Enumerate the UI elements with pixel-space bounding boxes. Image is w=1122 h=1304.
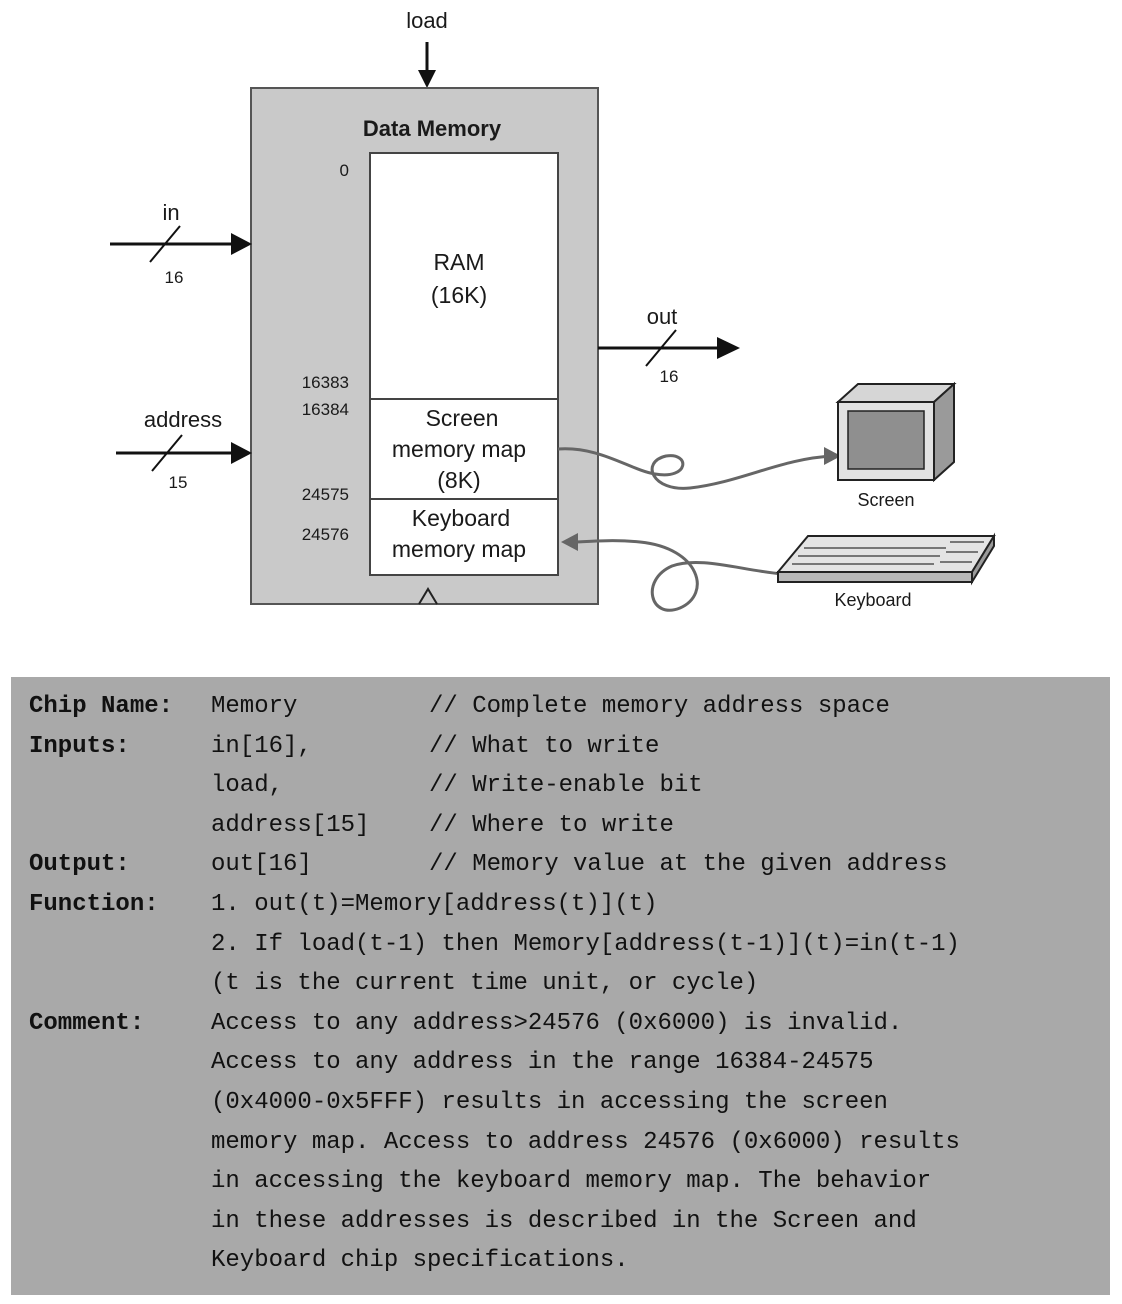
spec-row-value: memory map. Access to address 24576 (0x6… bbox=[211, 1128, 960, 1156]
spec-row-label: Comment: bbox=[29, 1009, 145, 1037]
screen-memory-map-block bbox=[369, 398, 559, 500]
spec-row-value: (t is the current time unit, or cycle) bbox=[211, 970, 759, 998]
keyboard-map-label-1: Keyboard bbox=[412, 505, 510, 531]
spec-row-value: in[16], bbox=[211, 732, 312, 760]
spec-row-value: in these addresses is described in the S… bbox=[211, 1207, 917, 1235]
keyboard-map-label-2: memory map bbox=[392, 536, 526, 562]
in-label: in bbox=[162, 200, 179, 225]
spec-row-comment: // Memory value at the given address bbox=[429, 851, 948, 879]
address-24575: 24575 bbox=[302, 485, 349, 504]
clock-triangle-icon bbox=[418, 587, 438, 605]
spec-row-value: 1. out(t)=Memory[address(t)](t) bbox=[211, 891, 658, 918]
screen-map-label-1: Screen bbox=[426, 405, 499, 431]
monitor-icon bbox=[835, 381, 957, 483]
address-16384: 16384 bbox=[302, 400, 349, 419]
spec-row-value: Memory bbox=[211, 693, 298, 720]
screen-cable-arrowhead bbox=[824, 447, 841, 465]
spec-row-comment: // Complete memory address space bbox=[429, 693, 890, 720]
address-label: address bbox=[144, 407, 222, 432]
spec-row-label: Chip Name: bbox=[29, 693, 174, 720]
spec-row-label: Output: bbox=[29, 851, 130, 879]
chip-specification-panel: Chip Name: Memory // Complete memory addre… bbox=[11, 677, 1110, 1295]
spec-row-comment: // Where to write bbox=[429, 811, 674, 839]
screen-map-label-2: memory map bbox=[392, 436, 526, 462]
screen-cable bbox=[557, 447, 835, 490]
keyboard-icon bbox=[775, 532, 996, 586]
spec-row-value: (0x4000-0x5FFF) results in accessing the… bbox=[211, 1089, 888, 1116]
spec-row-label: Inputs: bbox=[29, 732, 130, 760]
keyboard-cable bbox=[571, 539, 783, 612]
load-arrowhead bbox=[418, 70, 436, 88]
address-0: 0 bbox=[340, 161, 349, 180]
load-label: load bbox=[406, 8, 448, 33]
ram-label: RAM bbox=[433, 249, 484, 275]
spec-row-value: out[16] bbox=[211, 851, 312, 879]
screen-map-label-3: (8K) bbox=[437, 467, 480, 493]
spec-row-value: load, bbox=[211, 772, 284, 800]
memory-chip-diagram: load Data Memory RAM (16K) Screen memory… bbox=[110, 8, 996, 612]
in-bus-slash bbox=[149, 225, 181, 263]
spec-row-comment: // Write-enable bit bbox=[429, 772, 703, 800]
in-width-label: 16 bbox=[165, 268, 184, 287]
spec-row-value: Keyboard chip specifications. bbox=[211, 1247, 629, 1275]
chip-title: Data Memory bbox=[363, 116, 502, 141]
address-24576: 24576 bbox=[302, 525, 349, 544]
address-arrowhead bbox=[231, 442, 252, 464]
address-width-label: 15 bbox=[169, 473, 188, 492]
out-arrowhead bbox=[717, 337, 740, 359]
spec-row-value: Access to any address>24576 (0x6000) is … bbox=[211, 1009, 903, 1037]
screen-device-label: Screen bbox=[857, 490, 914, 510]
keyboard-cable-arrowhead bbox=[561, 533, 578, 551]
spec-row-label: Function: bbox=[29, 891, 159, 918]
out-bus-slash bbox=[645, 329, 677, 367]
address-16383: 16383 bbox=[302, 373, 349, 392]
in-arrowhead bbox=[231, 233, 252, 255]
spec-row-value: 2. If load(t-1) then Memory[address(t-1)… bbox=[211, 930, 960, 958]
spec-row-value: address[15] bbox=[211, 811, 370, 839]
keyboard-device-label: Keyboard bbox=[834, 590, 911, 610]
spec-row-value: Access to any address in the range 16384… bbox=[211, 1049, 874, 1077]
keyboard-memory-map-block bbox=[369, 498, 559, 576]
ram-size-label: (16K) bbox=[431, 282, 487, 308]
address-bus-slash bbox=[151, 434, 183, 472]
out-label: out bbox=[647, 304, 678, 329]
spec-row-comment: // What to write bbox=[429, 732, 660, 760]
ram-block bbox=[369, 152, 559, 400]
spec-row-value: in accessing the keyboard memory map. Th… bbox=[211, 1168, 932, 1196]
out-width-label: 16 bbox=[660, 367, 679, 386]
